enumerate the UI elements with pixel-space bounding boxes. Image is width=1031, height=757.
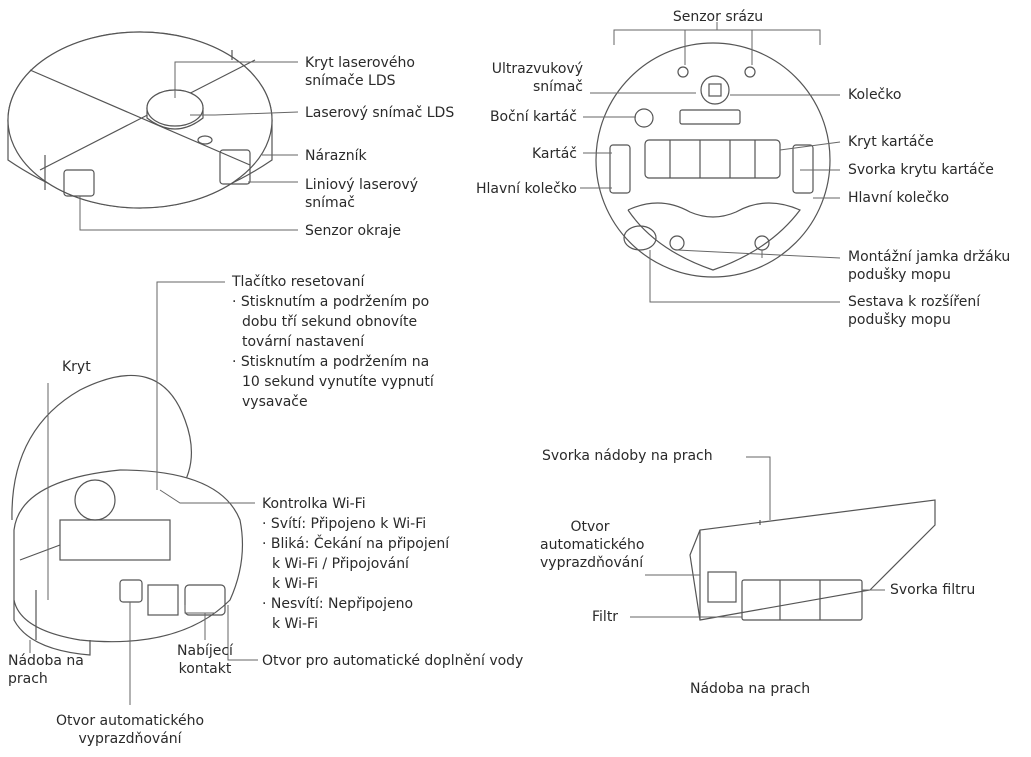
robot-bottom-illustration [595, 42, 831, 278]
dustbin-caption: Nádoba na prach [690, 681, 811, 697]
label-wheel: Kolečko [848, 87, 902, 103]
label-brush: Kartáč [531, 146, 577, 162]
label-water-refill: Otvor pro automatické doplnění vody [262, 653, 524, 669]
leader-lines [29, 22, 885, 705]
label-bumper: Nárazník [305, 148, 367, 164]
label-lds-cover: Kryt laserového snímače LDS [305, 55, 415, 89]
label-mop-assembly: Sestava k rozšíření podušky mopu [848, 294, 981, 328]
label-brush-cover: Kryt kartáče [848, 134, 934, 150]
label-reset-button: Tlačítko resetovaní [232, 274, 365, 290]
label-main-wheel-right: Hlavní kolečko [848, 190, 950, 206]
label-mop-mount: Montážní jamka držáku podušky mopu [848, 249, 1011, 283]
label-side-brush: Boční kartáč [489, 109, 577, 125]
wifi-indicator-note: Kontrolka Wi-Fi · Svítí: Připojeno k Wi-… [262, 496, 450, 632]
label-cover: Kryt [62, 359, 91, 375]
dustbin-illustration [689, 499, 936, 621]
label-auto-empty-port: Otvor automatického vyprazdňování [540, 519, 645, 571]
label-auto-empty: Otvor automatického vyprazdňování [55, 713, 205, 747]
label-filter: Filtr [592, 609, 619, 625]
label-wifi-indicator: Kontrolka Wi-Fi [262, 496, 366, 512]
label-bin-clip: Svorka nádoby na prach [542, 448, 713, 464]
label-lds-sensor: Laserový snímač LDS [305, 105, 455, 121]
label-main-wheel-left: Hlavní kolečko [475, 181, 577, 197]
robot-top-illustration [7, 31, 273, 209]
reset-button-note: Tlačítko resetovaní · Stisknutím a podrž… [232, 274, 434, 410]
label-charging-contact: Nabíjecí kontakt [177, 643, 233, 677]
label-cliff-sensor: Senzor srázu [672, 9, 764, 25]
label-line-laser: Liniový laserový snímač [305, 177, 418, 211]
robot-open-illustration [11, 374, 244, 656]
label-ultrasonic: Ultrazvukový snímač [491, 61, 583, 95]
label-brush-clip: Svorka krytu kartáče [848, 162, 994, 178]
label-dustbin: Nádoba na prach [8, 653, 84, 687]
label-edge-sensor: Senzor okraje [305, 223, 402, 239]
label-filter-clip: Svorka filtru [890, 582, 976, 598]
